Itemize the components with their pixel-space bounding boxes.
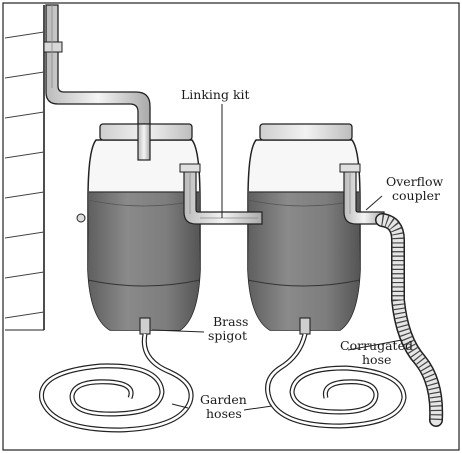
right-brass-spigot: [299, 317, 311, 335]
left-brass-spigot: [139, 317, 151, 335]
label-brass-spigot: Brass spigot: [208, 314, 252, 343]
label-overflow-coupler: Overflow coupler: [386, 174, 447, 203]
leader-lines: [151, 104, 403, 411]
house-wall: [4, 5, 45, 331]
label-garden-hoses: Garden hoses: [200, 392, 251, 421]
linking-kit-pipe: [179, 163, 263, 225]
left-barrel: [76, 123, 201, 331]
label-linking-kit: Linking kit: [181, 87, 250, 102]
label-corrugated-hose: Corrugated hose: [340, 338, 417, 367]
corrugated-hose: [375, 213, 444, 427]
overflow-coupler: [339, 163, 385, 225]
right-barrel-lid: [259, 123, 353, 141]
right-barrel: [247, 123, 361, 331]
